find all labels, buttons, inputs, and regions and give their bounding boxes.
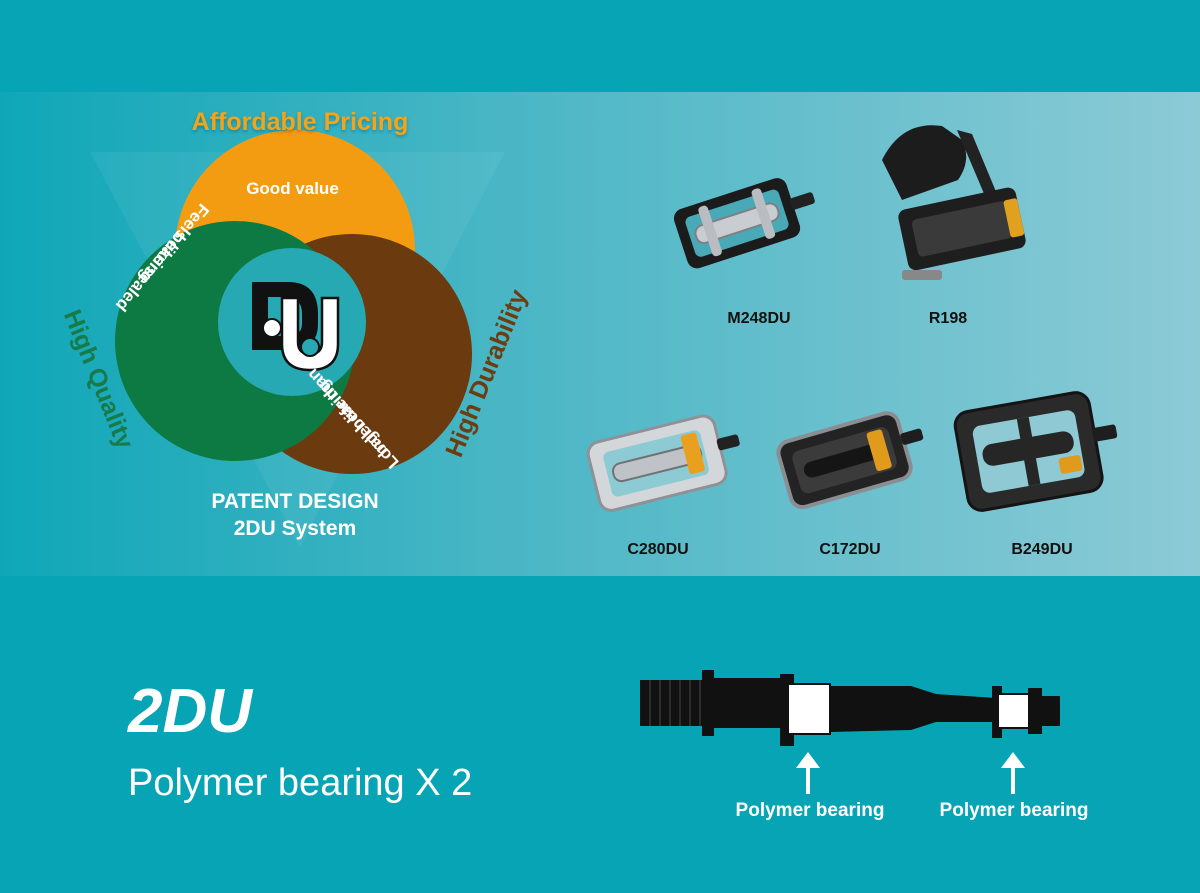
product-label-c172du: C172DU [819,541,881,558]
bearing-subtitle: Polymer bearing X 2 [128,762,473,804]
polymer-bearing-2 [997,693,1031,729]
patent-line-2: 2DU System [233,517,357,540]
axle-diagram [640,670,1060,794]
patent-line-1: PATENT DESIGN [211,490,379,513]
product-label-r198: R198 [928,310,968,327]
product-label-m248du: M248DU [727,310,791,327]
patent-design-text: PATENT DESIGN 2DU System [175,488,415,542]
pedal-image-m248du [673,178,815,269]
polymer-bearing-1 [787,683,831,735]
affordable-pricing-title: Affordable Pricing [191,108,409,136]
product-label-c280du: C280DU [627,541,689,558]
arrow-icon-1 [796,752,820,794]
pedal-image-b249du [953,391,1118,512]
bearing-title: 2DU [128,677,253,746]
polymer-bearing-label-1: Polymer bearing [735,800,885,821]
pedal-image-c172du [776,411,924,510]
pedal-image-c280du [586,414,740,512]
feature-panel: Affordable Pricing High Quality High Dur… [0,92,1200,576]
feature-diagram [90,130,505,547]
pedal-image-r198 [882,125,1026,280]
arrow-icon-2 [1001,752,1025,794]
good-value-text: Good value [246,179,339,198]
du-logo [252,282,340,372]
product-label-b249du: B249DU [1011,541,1073,558]
polymer-bearing-label-2: Polymer bearing [939,800,1089,821]
